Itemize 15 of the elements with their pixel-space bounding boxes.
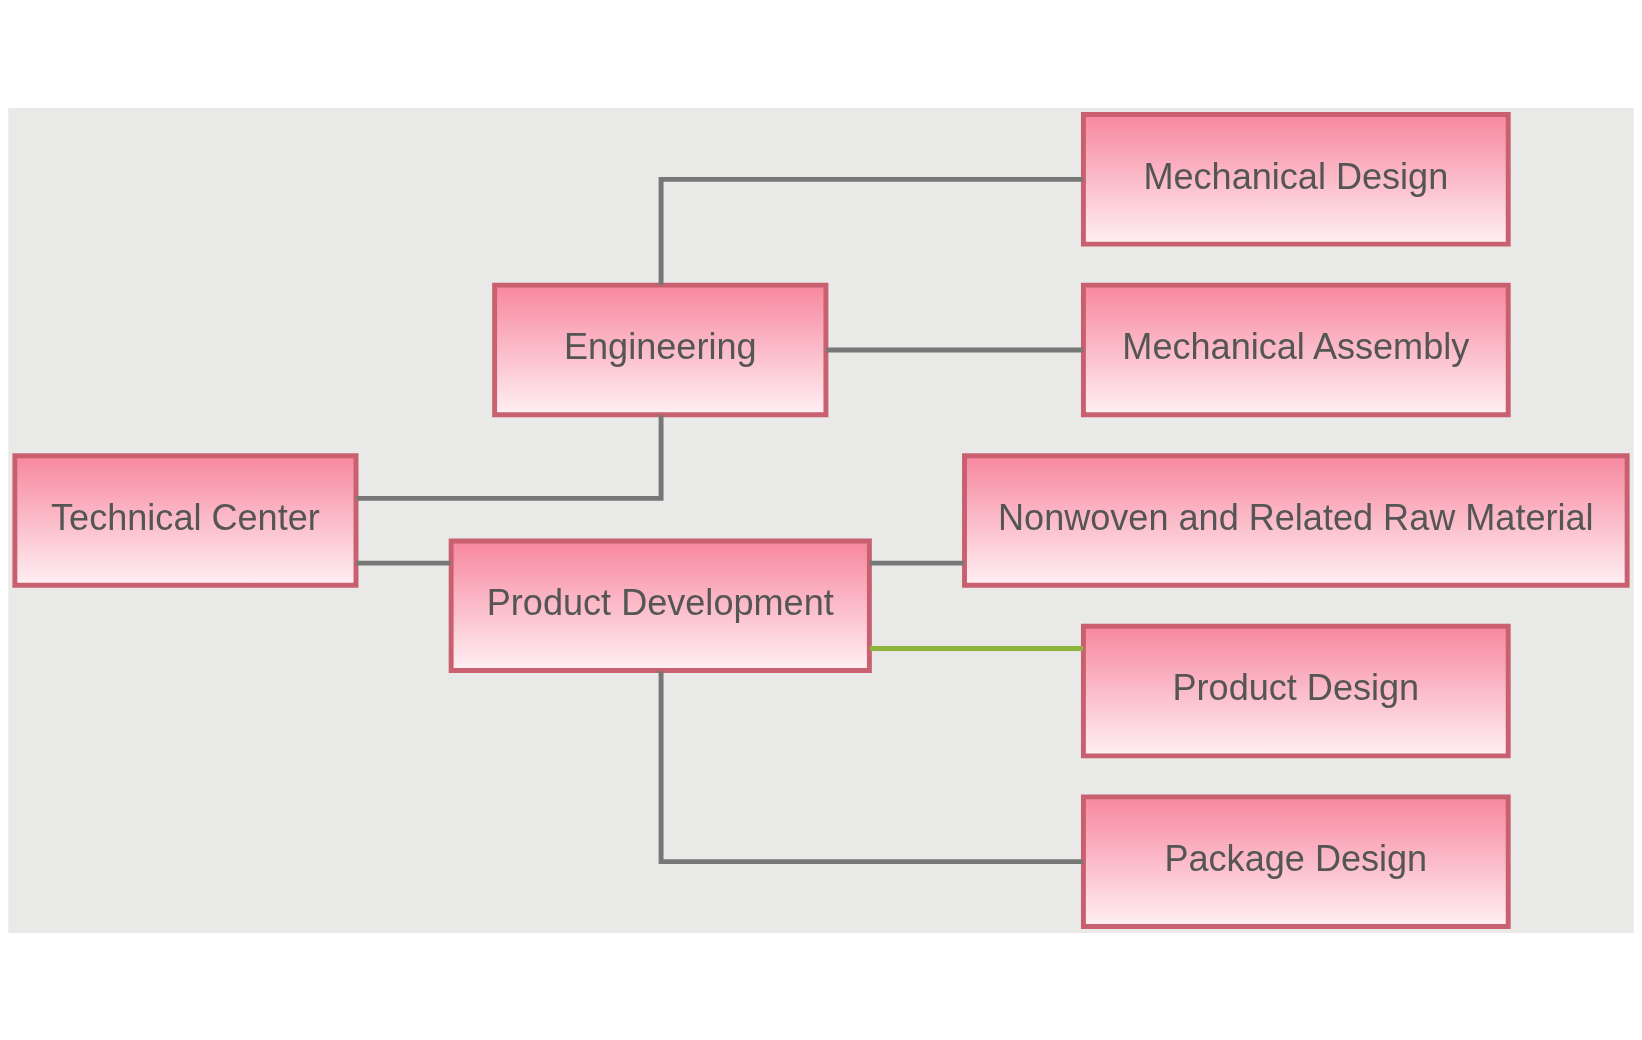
connector [869, 560, 964, 566]
connector [658, 176, 1084, 285]
node-box: Engineering [492, 282, 829, 417]
connector [356, 560, 451, 566]
connector [658, 670, 1084, 864]
node-box: Mechanical Assembly [1080, 282, 1511, 417]
node-box: Technical Center [12, 452, 359, 588]
node-box: Package Design [1080, 793, 1511, 929]
node-box: Product Design [1080, 623, 1511, 758]
node-box: Product Development [448, 538, 872, 673]
connector [826, 346, 1084, 352]
node-box: Mechanical Design [1080, 111, 1511, 247]
connector [869, 645, 1084, 651]
connector [356, 414, 664, 501]
node-box: Nonwoven and Related Raw Material [962, 452, 1630, 588]
